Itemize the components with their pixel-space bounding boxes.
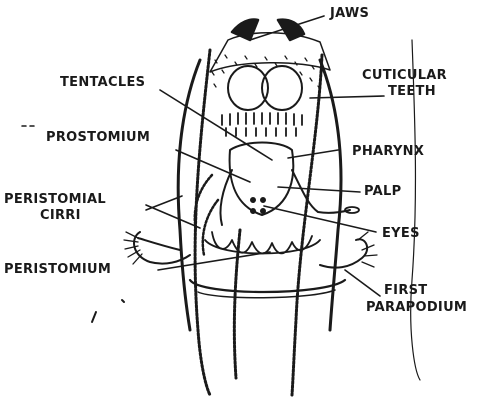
label-eyes: EYES: [382, 226, 420, 241]
parapodium-right-body: [320, 239, 367, 267]
label-cuticular-teeth-2: TEETH: [388, 84, 436, 99]
label-first-parapodium-2: PARAPODIUM: [366, 300, 467, 315]
label-first-parapodium-1: FIRST: [384, 283, 427, 298]
eye-1: [251, 198, 256, 203]
label-jaws: JAWS: [330, 6, 369, 21]
parapodium-left-bristles: [124, 232, 142, 264]
leader-cirri-1: [146, 205, 200, 228]
label-pharynx: PHARYNX: [352, 144, 424, 159]
cuticular-teeth: [222, 113, 302, 136]
label-palp: PALP: [364, 184, 401, 199]
stray-mark-3: [122, 300, 124, 302]
eye-4: [261, 209, 266, 214]
leader-prostomium: [176, 150, 250, 182]
label-prostomium: PROSTOMIUM: [46, 130, 150, 145]
leader-cirri-2: [146, 196, 182, 210]
tentacle-left: [195, 50, 210, 395]
stray-mark-1: [92, 312, 96, 322]
label-peristomial-cirri-1: PERISTOMIAL: [4, 192, 106, 207]
label-cuticular-teeth-1: CUTICULAR: [362, 68, 447, 83]
eye-3: [251, 209, 256, 214]
body-outline-right: [320, 60, 341, 330]
segment-band: [190, 280, 345, 292]
leader-first-parapodium: [345, 270, 380, 296]
tentacle-right: [292, 55, 322, 395]
leader-cuticular-teeth: [310, 96, 384, 98]
label-peristomial-cirri-2: CIRRI: [40, 208, 81, 223]
parapodium-left: [138, 238, 180, 250]
eye-2: [261, 198, 266, 203]
label-tentacles: TENTACLES: [60, 75, 145, 90]
label-peristomium: PERISTOMIUM: [4, 262, 111, 277]
